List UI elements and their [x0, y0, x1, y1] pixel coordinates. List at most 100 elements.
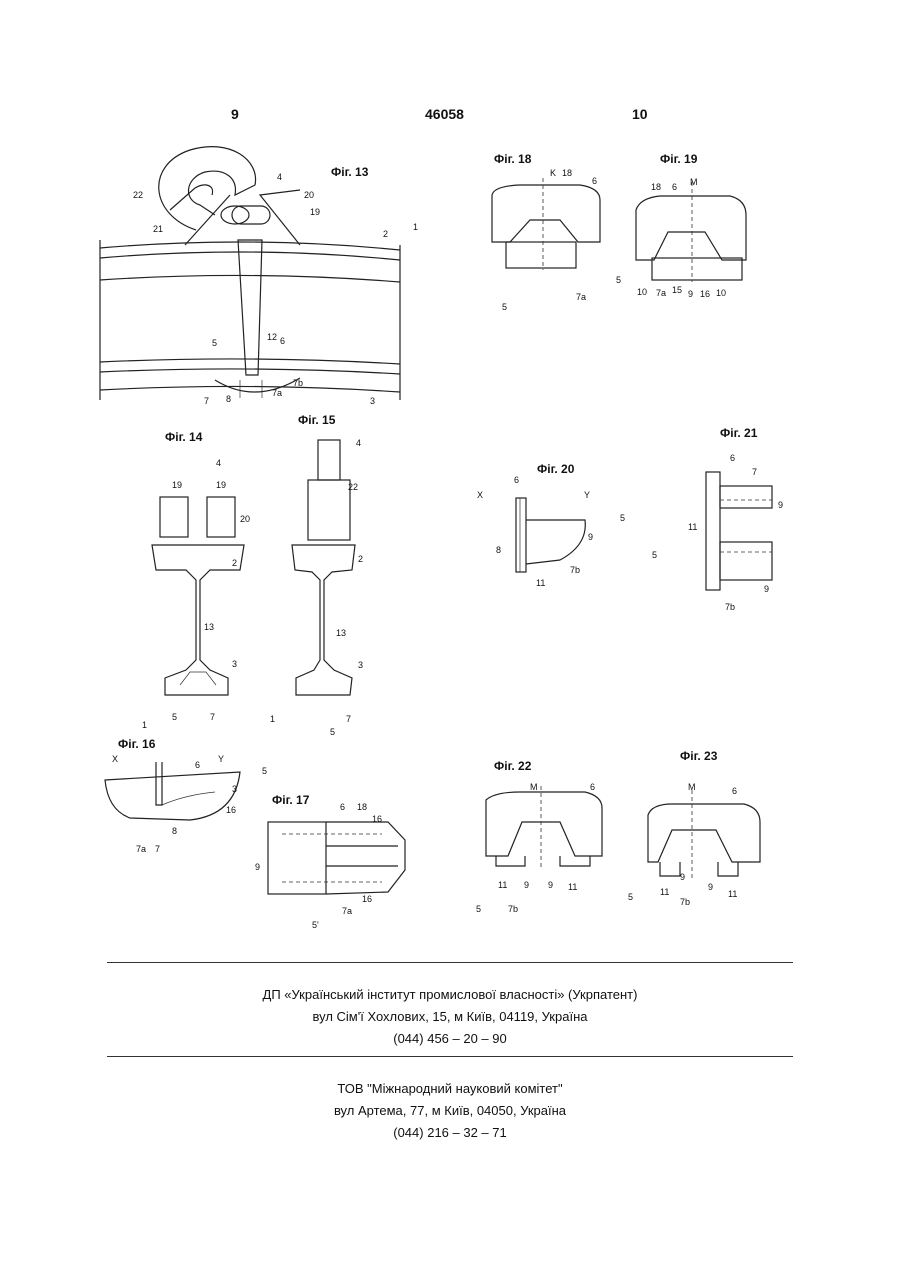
fig23-label-7b: 7b — [680, 897, 690, 907]
fig23-label-11a: 11 — [660, 887, 669, 897]
fig23-label-9b: 9 — [708, 882, 713, 892]
patent-figures: Фіг. 13 22 4 20 19 21 2 1 5 12 6 7 8 7a … — [0, 0, 900, 940]
figure-19: Фіг. 19 18 6 M 5 10 7a 15 9 16 10 — [616, 152, 746, 299]
figure-18: Фіг. 18 K 18 6 5 7a — [492, 152, 600, 312]
fig13-caption: Фіг. 13 — [331, 165, 369, 179]
fig14-label-19a: 19 — [172, 480, 182, 490]
fig18-label-6: 6 — [592, 176, 597, 186]
figure-13: Фіг. 13 22 4 20 19 21 2 1 5 12 6 7 8 7a … — [100, 147, 418, 406]
fig13-label-8: 8 — [226, 394, 231, 404]
fig18-caption: Фіг. 18 — [494, 152, 532, 166]
printer-address: вул Артема, 77, м Київ, 04050, Україна — [0, 1100, 900, 1122]
fig23-label-11b: 11 — [728, 889, 737, 899]
fig20-caption: Фіг. 20 — [537, 462, 575, 476]
fig19-label-15: 15 — [672, 285, 682, 295]
fig13-label-22: 22 — [133, 190, 143, 200]
fig19-label-7a: 7a — [656, 288, 666, 298]
fig14-label-7: 7 — [210, 712, 215, 722]
fig22-label-6: 6 — [590, 782, 595, 792]
fig22-label-5: 5 — [476, 904, 481, 914]
fig16-label-3: 3 — [232, 784, 237, 794]
publisher-phone: (044) 456 – 20 – 90 — [0, 1028, 900, 1050]
fig13-label-7a: 7a — [272, 388, 282, 398]
fig17-caption: Фіг. 17 — [272, 793, 310, 807]
fig17-label-9: 9 — [255, 862, 260, 872]
fig23-label-5: 5 — [628, 892, 633, 902]
fig21-label-5: 5 — [652, 550, 657, 560]
fig19-label-M: M — [690, 177, 698, 187]
figure-14: Фіг. 14 4 19 19 20 2 13 3 1 5 7 — [142, 430, 250, 730]
fig21-label-9b: 9 — [764, 584, 769, 594]
fig16-label-7a: 7a — [136, 844, 146, 854]
figure-16: Фіг. 16 X Y 5 6 3 16 7a 7 8 — [105, 737, 267, 854]
printer-block: ТОВ "Міжнародний науковий комітет" вул А… — [0, 1078, 900, 1144]
fig22-label-9b: 9 — [548, 880, 553, 890]
fig13-label-7: 7 — [204, 396, 209, 406]
fig20-label-11: 11 — [536, 578, 545, 588]
fig15-label-5: 5 — [330, 727, 335, 737]
fig14-label-2: 2 — [232, 558, 237, 568]
fig23-label-9a: 9 — [680, 872, 685, 882]
fig15-label-1: 1 — [270, 714, 275, 724]
fig16-label-16: 16 — [226, 805, 236, 815]
printer-name: ТОВ "Міжнародний науковий комітет" — [0, 1078, 900, 1100]
fig17-label-16a: 16 — [372, 814, 382, 824]
fig17-label-18: 18 — [357, 802, 367, 812]
fig18-label-18: 18 — [562, 168, 572, 178]
fig13-label-4: 4 — [277, 172, 282, 182]
fig13-label-12: 12 — [267, 332, 277, 342]
figure-23: Фіг. 23 M 6 5 11 9 7b 9 11 — [628, 749, 760, 907]
fig15-caption: Фіг. 15 — [298, 413, 336, 427]
fig16-label-5: 5 — [262, 766, 267, 776]
fig14-label-19b: 19 — [216, 480, 226, 490]
fig13-label-6: 6 — [280, 336, 285, 346]
fig14-label-20: 20 — [240, 514, 250, 524]
fig13-label-21: 21 — [153, 224, 163, 234]
fig19-label-10a: 10 — [637, 287, 647, 297]
figure-15: Фіг. 15 4 22 2 13 3 1 5 7 — [270, 413, 363, 737]
fig23-label-M: M — [688, 782, 696, 792]
fig22-caption: Фіг. 22 — [494, 759, 532, 773]
fig21-label-7: 7 — [752, 467, 757, 477]
fig14-label-1: 1 — [142, 720, 147, 730]
fig13-label-5: 5 — [212, 338, 217, 348]
fig15-label-7: 7 — [346, 714, 351, 724]
fig15-label-2: 2 — [358, 554, 363, 564]
figure-22: Фіг. 22 M 6 11 9 9 11 5 7b — [476, 759, 602, 914]
fig23-label-6: 6 — [732, 786, 737, 796]
fig18-label-5: 5 — [502, 302, 507, 312]
fig13-label-2: 2 — [383, 229, 388, 239]
drawing-sheet: Фіг. 13 22 4 20 19 21 2 1 5 12 6 7 8 7a … — [0, 0, 900, 945]
fig18-label-K: K — [550, 168, 556, 178]
fig17-label-7a: 7a — [342, 906, 352, 916]
fig19-caption: Фіг. 19 — [660, 152, 698, 166]
fig14-label-3: 3 — [232, 659, 237, 669]
fig21-label-11: 11 — [688, 522, 697, 532]
fig21-label-9a: 9 — [778, 500, 783, 510]
fig16-label-Y: Y — [218, 754, 224, 764]
fig13-label-3: 3 — [370, 396, 375, 406]
footer-rule-top — [107, 962, 793, 963]
fig22-label-11a: 11 — [498, 880, 507, 890]
fig15-label-13: 13 — [336, 628, 346, 638]
fig20-label-X: X — [477, 490, 483, 500]
fig20-label-5: 5 — [620, 513, 625, 523]
figure-21: Фіг. 21 6 7 9 11 5 9 7b — [652, 426, 783, 612]
fig15-label-3: 3 — [358, 660, 363, 670]
fig15-label-22: 22 — [348, 482, 358, 492]
fig21-caption: Фіг. 21 — [720, 426, 758, 440]
fig21-label-7b: 7b — [725, 602, 735, 612]
fig13-label-7b: 7b — [293, 378, 303, 388]
figure-17: Фіг. 17 6 18 16 9 7a 16 5' — [255, 793, 405, 930]
fig15-label-4: 4 — [356, 438, 361, 448]
fig23-caption: Фіг. 23 — [680, 749, 718, 763]
fig17-label-6: 6 — [340, 802, 345, 812]
footer-rule-middle — [107, 1056, 793, 1057]
publisher-address: вул Сім'ї Хохлових, 15, м Київ, 04119, У… — [0, 1006, 900, 1028]
fig19-label-9: 9 — [688, 289, 693, 299]
figure-20: Фіг. 20 X 6 Y 5 9 8 7b 11 — [477, 462, 625, 588]
fig16-label-8: 8 — [172, 826, 177, 836]
fig18-label-7a: 7a — [576, 292, 586, 302]
fig13-label-1: 1 — [413, 222, 418, 232]
fig13-label-20: 20 — [304, 190, 314, 200]
